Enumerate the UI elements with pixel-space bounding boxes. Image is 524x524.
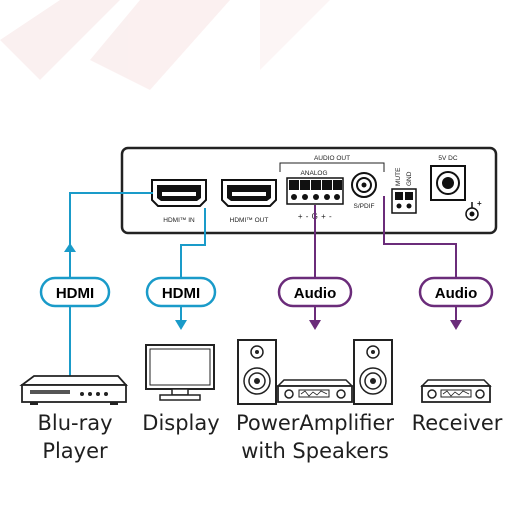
audio-label-2: Audio xyxy=(435,285,478,302)
spdif-port xyxy=(351,172,377,198)
hdmi-in-cable xyxy=(64,192,153,378)
device-caption-display: Display xyxy=(142,411,219,435)
hdmi-label-2: HDMI xyxy=(162,285,200,302)
device-caption-bluray-line2: Player xyxy=(42,439,108,463)
audio-label-pill-1: Audio xyxy=(277,276,353,308)
audio-label-pill-2: Audio xyxy=(418,276,494,308)
hdmi-label-pill-2: HDMI xyxy=(145,276,217,308)
display-icon xyxy=(145,344,215,401)
analog-terminal-block xyxy=(286,177,344,205)
device-caption-amplifier-line2: with Speakers xyxy=(241,439,389,463)
audio-out-label: AUDIO OUT xyxy=(314,155,350,162)
spdif-label: S/PDIF xyxy=(354,203,375,210)
svg-text:+: + xyxy=(477,199,482,208)
mute-terminal-block xyxy=(391,188,417,214)
hdmi-out-label: HDMI™ OUT xyxy=(230,217,269,224)
power-polarity-icon: + xyxy=(465,199,482,221)
audio-label-1: Audio xyxy=(294,285,337,302)
hdmi-in-label: HDMI™ IN xyxy=(163,217,195,224)
power-port xyxy=(430,165,466,201)
extractor-device: HDMI™ IN HDMI™ OUT AUDIO OUT ANALOG + - … xyxy=(120,146,498,235)
hdmi-label-pill-1: HDMI xyxy=(39,276,111,308)
hdmi-in-port xyxy=(151,179,207,207)
receiver-icon xyxy=(420,379,492,403)
mute-label: MUTE xyxy=(395,167,402,186)
device-caption-amplifier-line1: PowerAmplifier xyxy=(236,411,394,435)
bluray-player-icon xyxy=(19,375,129,405)
power-label: 5V DC xyxy=(438,155,457,162)
hdmi-label-1: HDMI xyxy=(56,285,94,302)
device-caption-receiver: Receiver xyxy=(412,411,503,435)
amplifier-speakers-icon xyxy=(237,339,393,405)
gnd-label: GND xyxy=(406,171,413,186)
hdmi-out-port xyxy=(221,179,277,207)
analog-label: ANALOG xyxy=(300,170,327,177)
device-caption-bluray-line1: Blu-ray xyxy=(37,411,112,435)
watermark xyxy=(0,0,330,90)
